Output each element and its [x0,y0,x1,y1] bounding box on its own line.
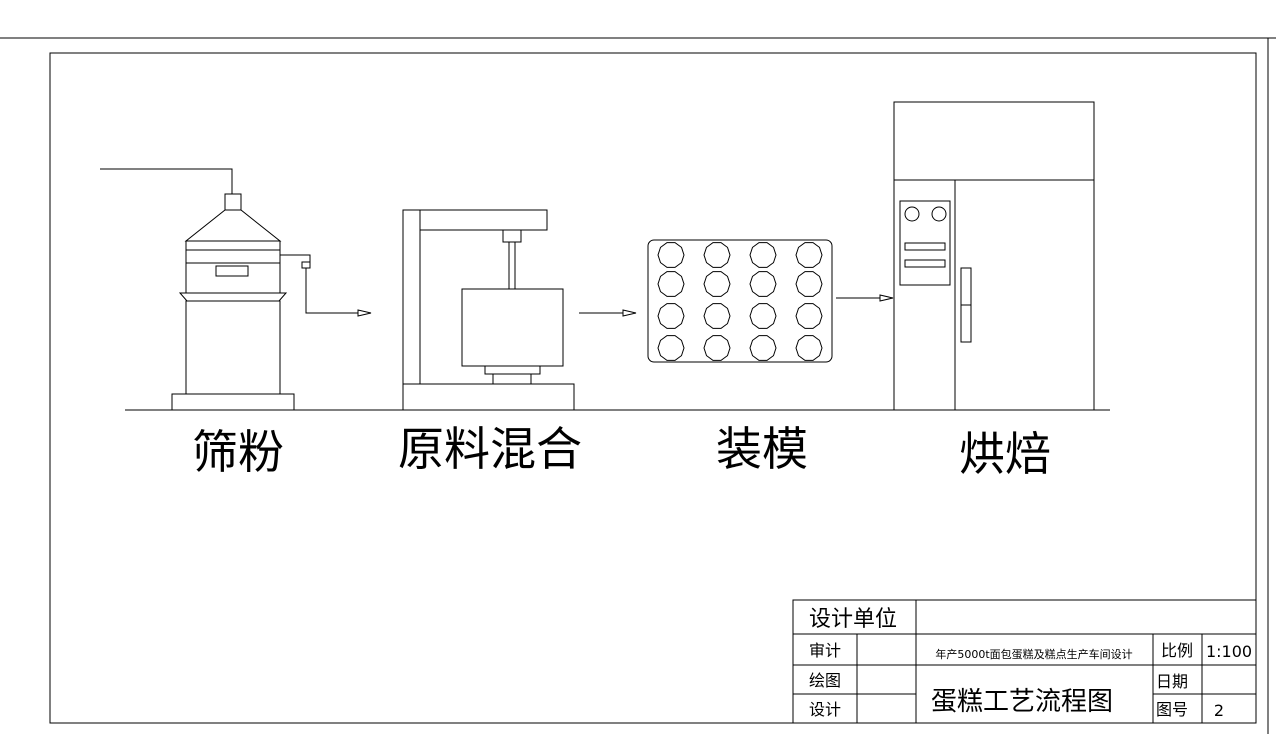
mould-cavity [657,303,685,329]
mixer-equipment [402,209,575,411]
mould-cavity [703,303,731,329]
mould-cavity [795,335,823,361]
draw-label: 绘图 [809,671,841,690]
project-name: 年产5000t面包蛋糕及糕点生产车间设计 [935,647,1132,661]
arrow-mould-to-oven [836,294,894,302]
mould-cavity [657,242,685,268]
mould-cavity [749,242,777,268]
step-label-mix: 原料混合 [398,422,582,476]
design-label: 设计 [809,700,841,719]
mould-tray [647,239,833,363]
number-value: 2 [1214,701,1224,720]
mould-cavity [749,335,777,361]
sheet-border [0,37,1276,734]
step-label-bake: 烘焙 [959,427,1051,481]
mould-cavity [703,335,731,361]
oven-equipment [893,101,1095,411]
mould-cavity [703,242,731,268]
date-label: 日期 [1156,672,1188,691]
drawing-name: 蛋糕工艺流程图 [931,687,1113,717]
mould-cavity [657,335,685,361]
mould-cavity [657,271,685,297]
sifter-equipment [100,168,311,411]
mould-cavity [795,242,823,268]
mould-cavity [795,271,823,297]
step-label-sift: 筛粉 [192,425,284,479]
mould-cavity [749,271,777,297]
mould-cavity [795,303,823,329]
arrow-sift-to-mix [305,268,372,317]
step-label-mould: 装模 [716,422,808,476]
review-label: 审计 [809,641,841,660]
scale-label: 比例 [1161,641,1193,660]
title-block [792,599,1257,724]
arrow-mix-to-mould [579,309,637,317]
scale-value: 1:100 [1206,642,1252,661]
number-label: 图号 [1156,700,1188,719]
mould-cavity [703,271,731,297]
design-unit-label: 设计单位 [809,607,897,632]
mould-cavity [749,303,777,329]
